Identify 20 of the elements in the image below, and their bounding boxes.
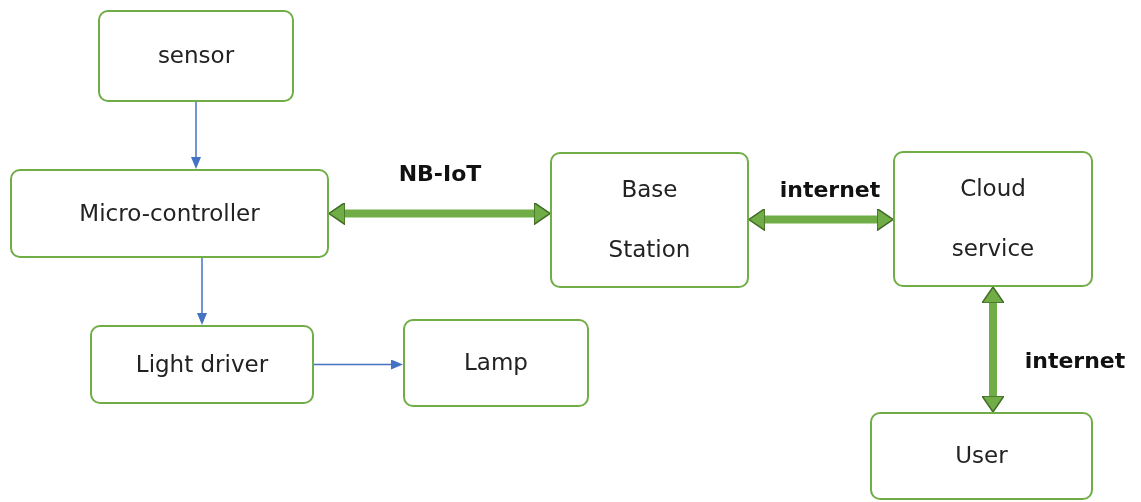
double-arrow	[981, 286, 1005, 413]
box-label: Light driver	[135, 349, 269, 379]
box-label: Base Station	[607, 175, 692, 264]
process-box	[10, 169, 329, 258]
double-arrow	[328, 201, 551, 226]
arrow	[197, 257, 207, 325]
process-box	[403, 319, 589, 407]
box-label: Lamp	[464, 348, 528, 378]
process-box	[98, 10, 294, 102]
box-label: Cloud service	[950, 174, 1036, 263]
process-box	[893, 151, 1093, 287]
arrow	[313, 359, 403, 370]
arrow	[191, 101, 201, 169]
box-label: User	[955, 441, 1008, 471]
box-label: sensor	[157, 41, 235, 71]
process-box	[90, 325, 314, 404]
box-label: Micro-controller	[79, 198, 260, 228]
double-arrow	[748, 207, 894, 232]
process-box	[550, 152, 749, 288]
process-box	[870, 412, 1093, 500]
